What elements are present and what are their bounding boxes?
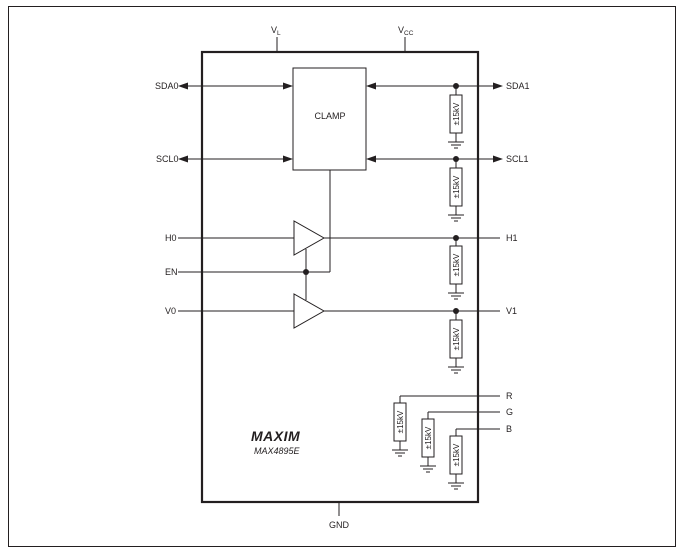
h0-label: H0 (165, 233, 177, 243)
v1-label: V1 (506, 306, 517, 316)
en-node (303, 269, 309, 275)
vcc-label: VCC (398, 25, 414, 37)
v0-label: V0 (165, 306, 176, 316)
r-label: R (506, 391, 513, 401)
gnd-label: GND (329, 520, 350, 530)
scl1-arrow-right (493, 155, 503, 163)
part-number: MAX4895E (254, 446, 301, 456)
en-label: EN (165, 267, 178, 277)
maxim-logo: MAXIM (251, 428, 300, 444)
esd-label: ±15kV (452, 175, 461, 198)
h-buffer (293, 220, 326, 256)
esd-protection-r: ±15kV (392, 395, 500, 457)
clamp-label: CLAMP (314, 111, 345, 121)
scl1-arrow-left (366, 155, 376, 163)
scl1-label: SCL1 (506, 154, 529, 164)
esd-label: ±15kV (424, 426, 433, 449)
esd-label: ±15kV (452, 327, 461, 350)
esd-label: ±15kV (452, 102, 461, 125)
sda0-arrow-right (283, 82, 293, 90)
sda0-label: SDA0 (155, 81, 179, 91)
esd-protection-g: ±15kV (420, 411, 500, 473)
sda1-arrow-left (366, 82, 376, 90)
sda1-label: SDA1 (506, 81, 530, 91)
scl0-label: SCL0 (156, 154, 179, 164)
clamp-block (292, 67, 367, 171)
ic-body (200, 50, 480, 504)
esd-protection-h1: ±15kV (448, 238, 464, 300)
vl-label: VL (271, 25, 281, 37)
esd-label: ±15kV (452, 443, 461, 466)
scl0-arrow-left (178, 155, 188, 163)
sda1-arrow-right (493, 82, 503, 90)
esd-protection-sda1: ±15kV (448, 86, 464, 149)
esd-protection-v1: ±15kV (448, 311, 464, 374)
figure-frame (8, 6, 676, 547)
esd-label: ±15kV (396, 410, 405, 433)
h1-label: H1 (506, 233, 518, 243)
esd-protection-b: ±15kV (448, 428, 500, 490)
v-buffer (293, 293, 326, 329)
sda0-arrow-left (178, 82, 188, 90)
g-label: G (506, 407, 513, 417)
esd-label: ±15kV (452, 253, 461, 276)
scl0-arrow-right (283, 155, 293, 163)
b-label: B (506, 424, 512, 434)
esd-protection-scl1: ±15kV (448, 159, 464, 222)
